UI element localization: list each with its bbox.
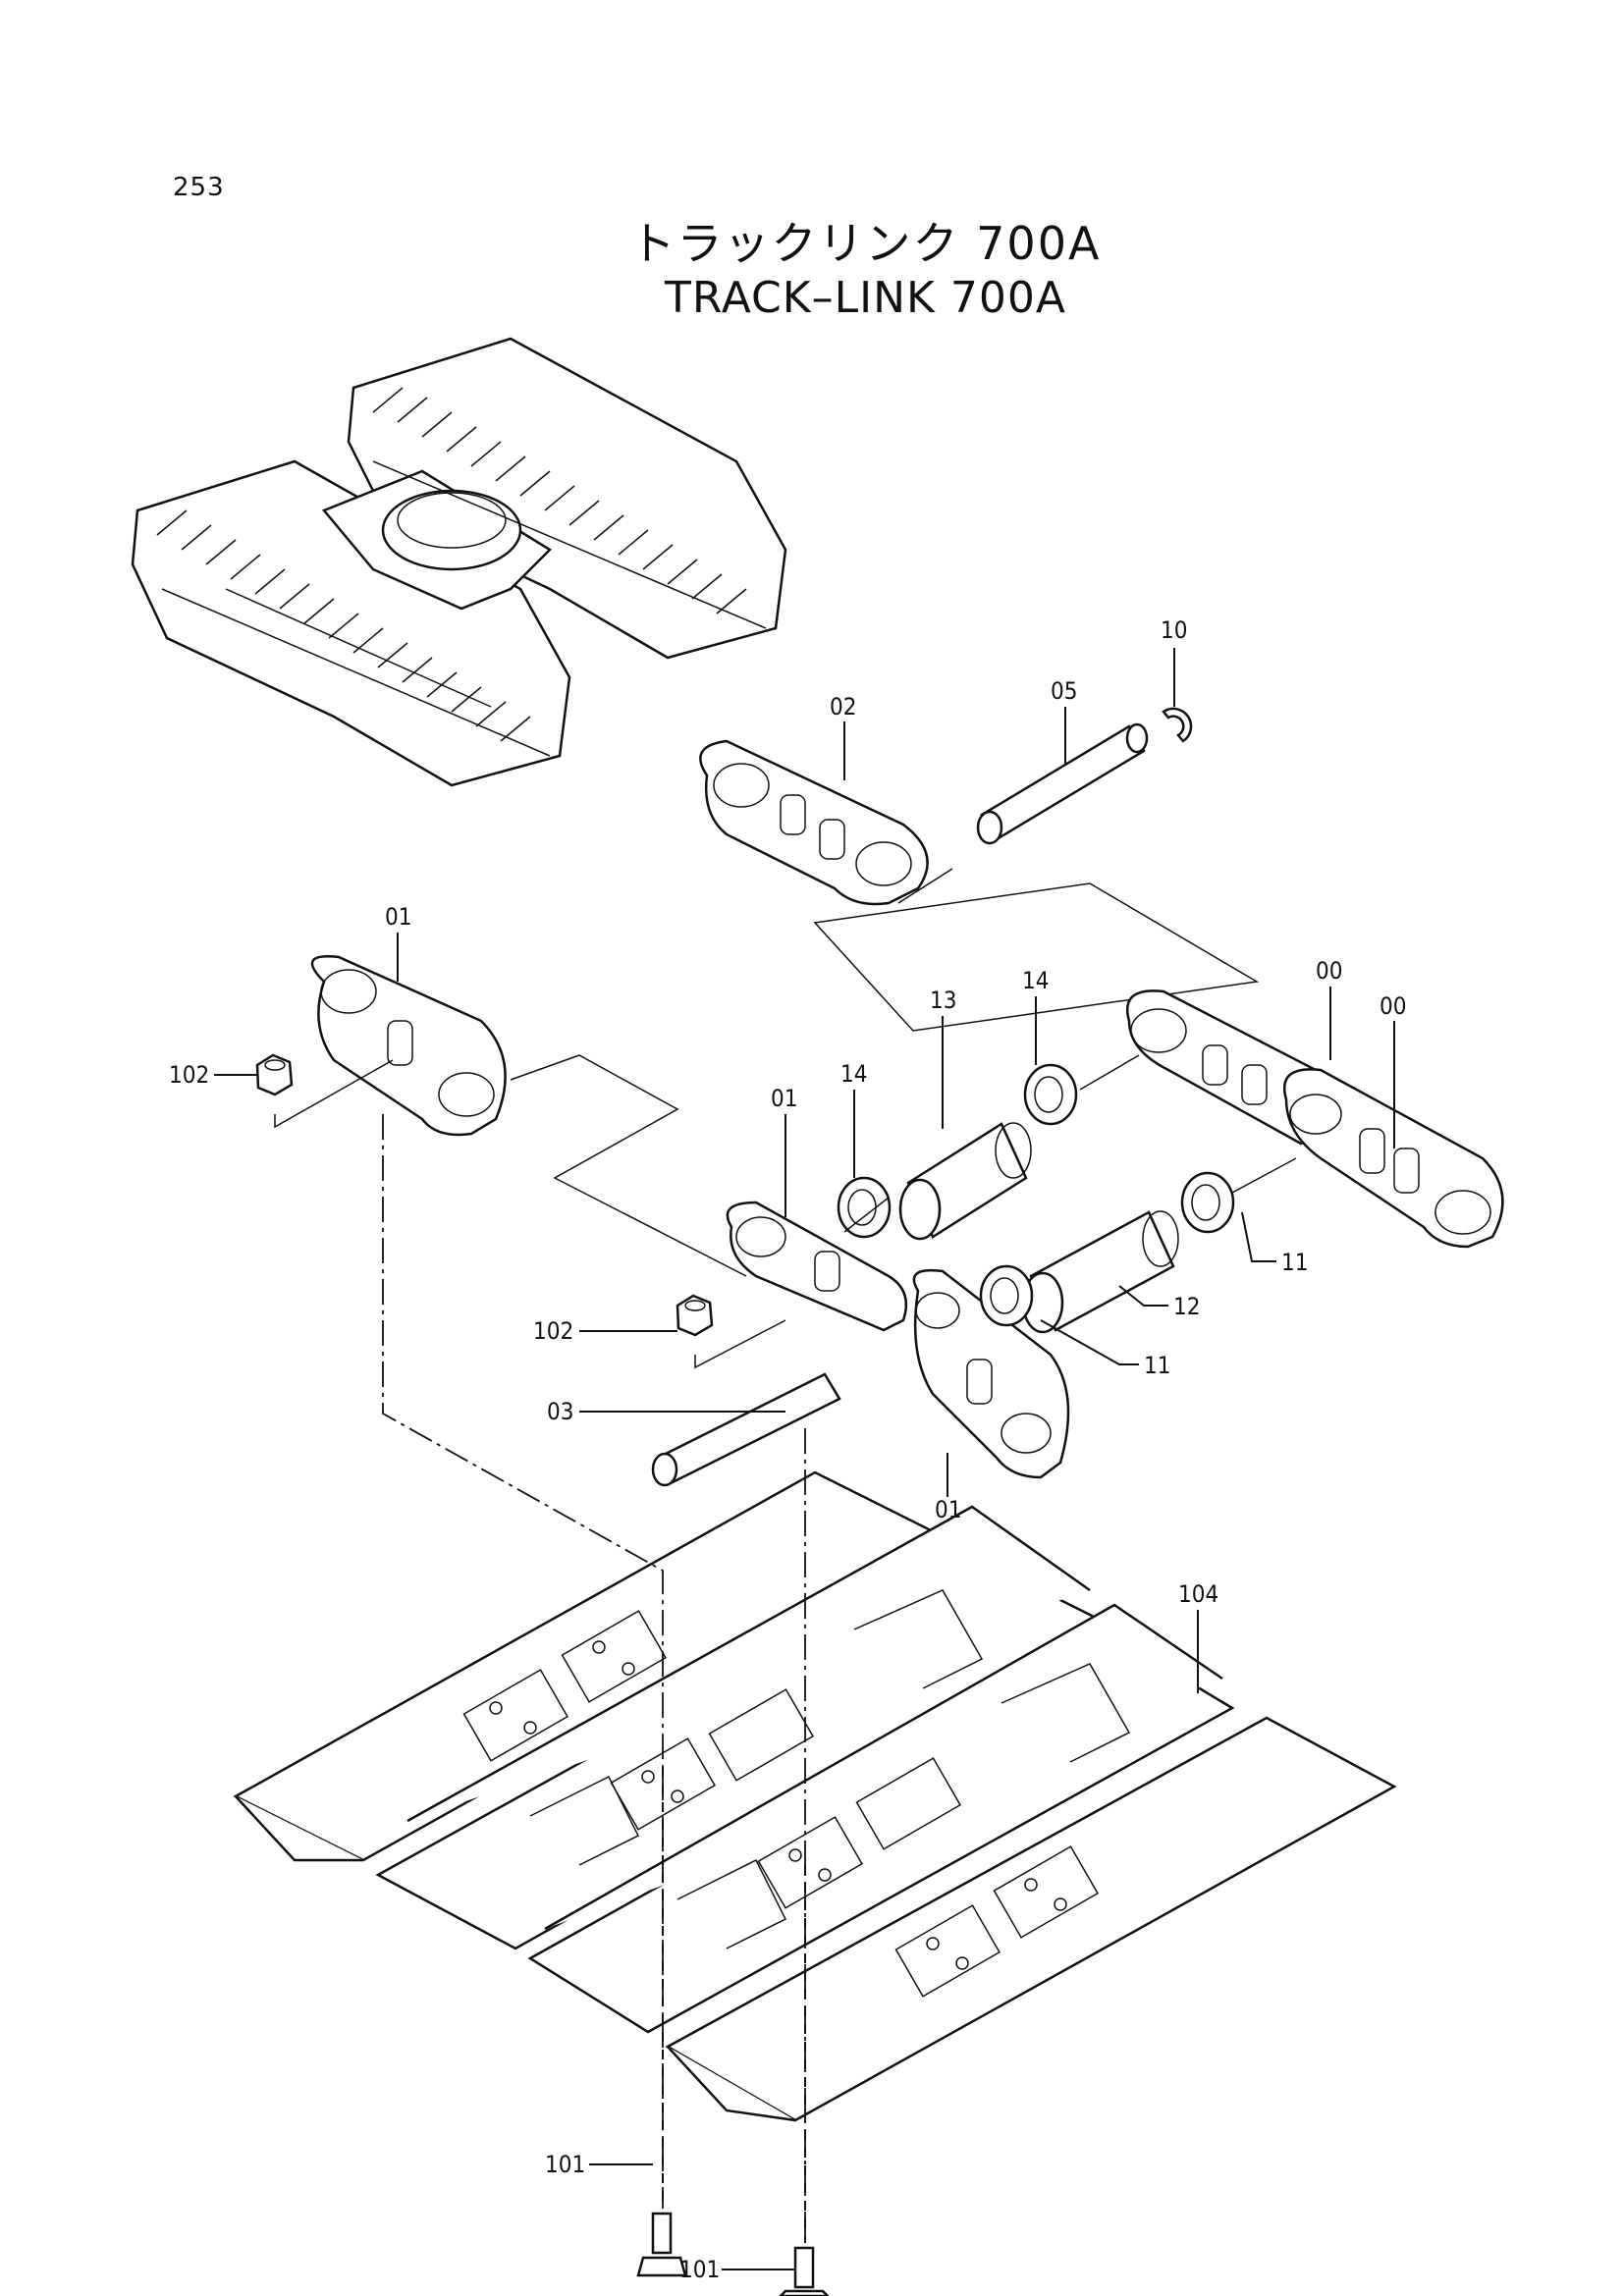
title-japanese: トラックリンク 700A — [629, 217, 1102, 270]
title-english: TRACK–LINK 700A — [665, 273, 1066, 323]
callout-05: 05 — [1051, 677, 1077, 705]
callout-102-left: 102 — [169, 1061, 209, 1089]
callout-labels: 02 05 10 01 102 00 00 13 14 14 01 11 12 … — [169, 616, 1406, 2283]
upper-link-assembly — [699, 707, 1260, 1032]
callout-14-right: 14 — [1022, 967, 1049, 994]
callout-104: 104 — [1178, 1580, 1218, 1608]
callout-11-right: 11 — [1281, 1249, 1308, 1276]
page-number: 253 — [173, 173, 225, 202]
callout-02: 02 — [830, 693, 856, 721]
callout-102-center: 102 — [533, 1317, 573, 1345]
callout-11-left: 11 — [1144, 1352, 1170, 1379]
bushing-seal-parts — [837, 1054, 1297, 1334]
callout-01-lower: 01 — [935, 1496, 961, 1523]
callout-101-lower: 101 — [679, 2256, 720, 2283]
track-bolts — [636, 2212, 830, 2296]
track-shoes — [233, 1470, 1397, 2122]
leader-lines — [214, 648, 1395, 2270]
callout-00-first: 00 — [1316, 957, 1342, 985]
callout-12: 12 — [1173, 1293, 1200, 1320]
callout-10: 10 — [1161, 616, 1187, 644]
callout-00-second: 00 — [1380, 992, 1406, 1020]
left-link-assembly — [255, 955, 747, 1277]
center-link-assembly — [651, 1201, 1070, 1487]
callout-14-left: 14 — [840, 1060, 867, 1088]
callout-01-center: 01 — [771, 1085, 797, 1112]
callout-13: 13 — [930, 987, 956, 1014]
undercarriage-illustration — [131, 337, 787, 787]
callout-101-upper: 101 — [545, 2151, 585, 2178]
callout-01-left: 01 — [385, 903, 411, 931]
center-lines — [382, 1114, 806, 2243]
callout-03: 03 — [547, 1398, 573, 1425]
right-link-assembly — [1126, 989, 1504, 1249]
